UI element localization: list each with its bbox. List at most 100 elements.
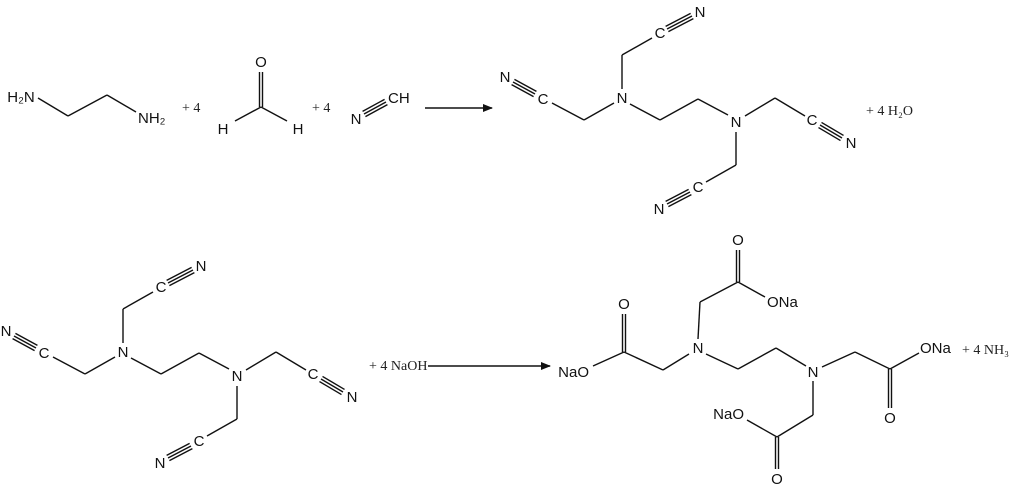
triple-bond (511, 84, 534, 98)
molecule-formaldehyde: O H H (218, 54, 304, 138)
single-bond (746, 419, 778, 438)
single-bond (52, 356, 86, 375)
triple-bond (169, 272, 195, 287)
triple-bond (666, 191, 691, 205)
byproduct-water: + 4 H₂O (866, 104, 913, 119)
single-bond (697, 98, 729, 116)
single-bond (659, 98, 699, 121)
molecule-ethylenediamine: H₂N NH₂ (7, 89, 165, 127)
triple-bond (13, 335, 37, 349)
nitrogen-label: N (731, 114, 742, 131)
triple-bond (668, 194, 692, 208)
oxygen-label: O (732, 232, 744, 249)
single-bond (234, 106, 262, 122)
single-bond (821, 351, 856, 368)
carbon-label: C (693, 179, 704, 196)
triple-bond (167, 269, 194, 284)
ch-label: CH (388, 90, 410, 107)
amine-label: NH₂ (138, 110, 166, 127)
triple-bond (319, 380, 342, 396)
triple-bond (167, 445, 192, 459)
triple-bond (365, 104, 388, 118)
ona-label: ONa (767, 294, 799, 311)
nao-label: NaO (713, 406, 744, 423)
single-bond (206, 418, 238, 437)
hydrogen-label: H (293, 121, 304, 138)
triple-bond (166, 266, 192, 281)
triple-bond (668, 18, 694, 33)
single-bond (699, 281, 739, 303)
nitrogen-label: N (347, 389, 358, 406)
reagent-naoh: + 4 NaOH (369, 359, 427, 374)
single-bond (106, 94, 137, 113)
byproduct-ammonia: + 4 NH₃ (962, 343, 1009, 358)
hydrogen-label: H (218, 121, 229, 138)
nao-label: NaO (558, 364, 589, 381)
nitrogen-label: N (500, 69, 511, 86)
single-bond (775, 347, 807, 367)
single-bond (245, 351, 277, 371)
carbon-label: C (538, 91, 549, 108)
single-bond (737, 347, 777, 370)
triple-bond (362, 98, 385, 112)
carbon-label: C (655, 25, 666, 42)
single-bond (551, 102, 585, 121)
single-bond (84, 356, 116, 375)
single-bond (37, 97, 69, 117)
carbon-label: C (39, 345, 50, 362)
triple-bond (514, 78, 537, 92)
nitrogen-label: N (808, 364, 819, 381)
single-bond (774, 97, 806, 117)
nitrogen-label: N (118, 344, 129, 361)
single-bond (160, 352, 200, 375)
single-bond (697, 301, 701, 340)
oxygen-label: O (771, 471, 783, 488)
single-bond (854, 351, 891, 370)
triple-bond (166, 442, 190, 456)
ona-label: ONa (920, 340, 952, 357)
single-bond (705, 164, 737, 183)
triple-bond (12, 338, 35, 352)
oxygen-label: O (255, 54, 267, 71)
carbon-label: C (308, 366, 319, 383)
single-bond (776, 414, 814, 438)
triple-bond (15, 332, 38, 346)
nitrogen-label: N (846, 135, 857, 152)
triple-bond (363, 101, 387, 115)
single-bond (629, 103, 661, 121)
amine-label: H₂N (7, 89, 35, 106)
carbon-label: C (156, 279, 167, 296)
single-bond (737, 281, 766, 298)
single-bond (275, 351, 307, 371)
nitrogen-label: N (654, 201, 665, 218)
single-bond (130, 357, 162, 375)
oxygen-label: O (618, 296, 630, 313)
triple-bond (821, 121, 844, 137)
triple-bond (169, 448, 193, 462)
nitrogen-label: N (617, 90, 628, 107)
triple-bond (320, 378, 344, 393)
triple-bond (665, 188, 689, 202)
single-bond (623, 351, 664, 371)
triple-bond (665, 12, 691, 27)
single-bond (260, 106, 288, 122)
nitrogen-label: N (695, 4, 706, 21)
single-bond (662, 353, 690, 371)
single-bond (583, 102, 615, 121)
coefficient-hcn: + 4 (312, 101, 330, 116)
single-bond (705, 353, 739, 370)
nitrogen-label: N (351, 111, 362, 128)
nitrogen-label: N (232, 368, 243, 385)
nitrogen-label: N (1, 323, 12, 340)
oxygen-label: O (884, 410, 896, 427)
carbon-label: C (194, 433, 205, 450)
single-bond (744, 97, 776, 117)
single-bond (621, 37, 653, 56)
nitrogen-label: N (196, 258, 207, 275)
triple-bond (322, 375, 345, 391)
